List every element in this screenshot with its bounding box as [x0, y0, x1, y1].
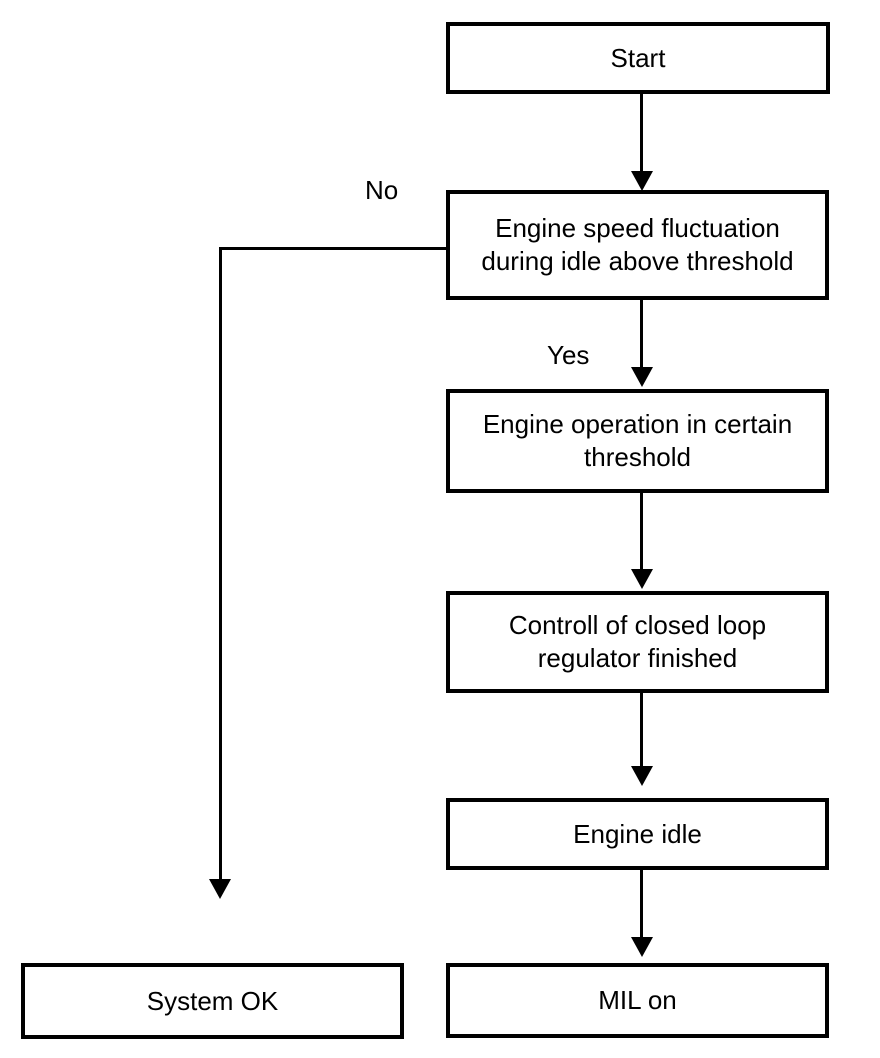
arrow-start-to-decision-line — [640, 94, 643, 171]
node-decision-label: Engine speed fluctuation during idle abo… — [481, 213, 794, 276]
arrow-down-icon — [209, 879, 231, 899]
node-start-label: Start — [610, 42, 666, 73]
no-branch-vertical-line — [219, 247, 222, 879]
arrow-operation-to-control-line — [640, 493, 643, 569]
node-start: Start — [446, 22, 830, 94]
node-engine-operation-threshold: Engine operation in certain threshold — [446, 389, 829, 493]
no-branch-horizontal-line — [219, 247, 446, 250]
arrow-down-icon — [631, 171, 653, 191]
arrow-control-to-idle-line — [640, 693, 643, 766]
node-engine-idle: Engine idle — [446, 798, 829, 870]
node-control-label: Controll of closed loop regulator finish… — [508, 610, 767, 673]
node-decision-engine-speed-fluctuation: Engine speed fluctuation during idle abo… — [446, 190, 829, 300]
edge-label-yes: Yes — [547, 340, 590, 370]
node-system-ok: System OK — [21, 963, 404, 1039]
node-mil-on: MIL on — [446, 963, 829, 1038]
arrow-down-icon — [631, 367, 653, 387]
node-closed-loop-regulator: Controll of closed loop regulator finish… — [446, 591, 829, 693]
arrow-down-icon — [631, 766, 653, 786]
node-idle-label: Engine idle — [573, 818, 702, 849]
node-mil-label: MIL on — [598, 985, 677, 1015]
arrow-down-icon — [631, 569, 653, 589]
arrow-down-icon — [631, 937, 653, 957]
node-operation-label: Engine operation in certain threshold — [482, 409, 793, 472]
arrow-idle-to-mil-line — [640, 870, 643, 937]
arrow-decision-to-operation-line — [640, 300, 643, 367]
edge-label-no: No — [365, 175, 399, 205]
node-system-ok-label: System OK — [146, 985, 279, 1016]
